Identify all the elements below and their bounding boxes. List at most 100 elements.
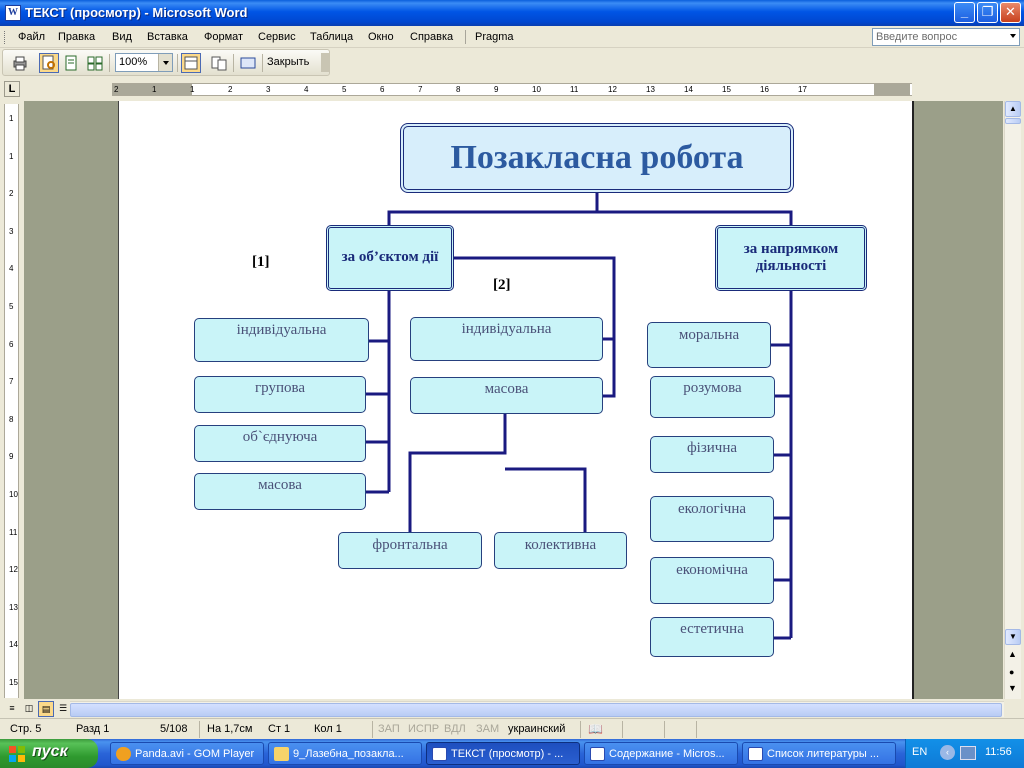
word-icon xyxy=(432,747,447,761)
task-label: ТЕКСТ (просмотр) - ... xyxy=(451,748,564,760)
restore-button[interactable]: ❐ xyxy=(977,2,998,23)
close-window-button[interactable]: ✕ xyxy=(1000,2,1021,23)
task-word-contents[interactable]: Содержание - Micros... xyxy=(584,742,738,765)
help-question-input[interactable]: Введите вопрос xyxy=(872,28,1020,46)
ruler-tick-label: 4 xyxy=(9,264,14,274)
menu-edit[interactable]: Правка xyxy=(58,31,96,43)
full-screen-icon xyxy=(240,57,256,69)
status-overtype[interactable]: ЗАМ xyxy=(476,723,500,735)
zoom-select[interactable]: 100% xyxy=(115,53,173,72)
chevron-down-icon[interactable] xyxy=(1010,34,1016,38)
ruler-right-margin xyxy=(874,84,910,95)
diagram-root-box: Позакласна робота xyxy=(400,123,794,193)
outline-view-icon[interactable]: ☰ xyxy=(58,703,68,713)
task-word-bibliography[interactable]: Список литературы ... xyxy=(742,742,896,765)
shrink-to-fit-button[interactable] xyxy=(209,53,229,73)
status-record-macro[interactable]: ЗАП xyxy=(378,723,400,735)
ruler-tick-label: 13 xyxy=(9,602,18,612)
normal-view-icon[interactable]: ≡ xyxy=(9,703,15,713)
ruler-tick-label: 5 xyxy=(342,85,347,94)
status-position: На 1,7см xyxy=(207,723,253,735)
folder-icon xyxy=(274,747,289,761)
start-label: пуск xyxy=(32,743,68,760)
status-separator xyxy=(696,721,697,738)
status-column: Кол 1 xyxy=(314,723,342,735)
menu-grip-handle[interactable] xyxy=(4,31,7,44)
task-label: 9_Лазебна_позакла... xyxy=(293,748,404,760)
menu-view[interactable]: Вид xyxy=(112,31,132,43)
ruler-left-margin xyxy=(112,84,192,95)
preview-toolbar: 100% Закрыть xyxy=(2,49,330,76)
minimize-button[interactable]: _ xyxy=(954,2,975,23)
network-icon[interactable] xyxy=(960,746,976,760)
diagram-label-2: [2] xyxy=(493,277,511,293)
ruler-tick-label: 12 xyxy=(608,85,617,94)
scroll-up-button[interactable]: ▲ xyxy=(1005,101,1021,117)
menu-tools[interactable]: Сервис xyxy=(258,31,296,43)
toolbar-separator xyxy=(109,54,110,72)
vertical-scroll-thumb[interactable] xyxy=(1005,118,1021,124)
show-hidden-icons-chevron-icon[interactable]: ‹ xyxy=(940,745,955,760)
menu-format[interactable]: Формат xyxy=(204,31,244,43)
status-language[interactable]: украинский xyxy=(508,723,566,735)
start-button[interactable]: пуск xyxy=(0,739,98,768)
magnifier-button[interactable] xyxy=(39,53,59,73)
system-tray: EN ‹ 11:56 xyxy=(905,739,1024,768)
window-title: ТЕКСТ (просмотр) - Microsoft Word xyxy=(25,5,248,20)
menu-window[interactable]: Окно xyxy=(368,31,394,43)
status-extend-selection[interactable]: ВДЛ xyxy=(444,723,466,735)
chevron-down-icon[interactable] xyxy=(158,54,172,71)
task-word-text[interactable]: ТЕКСТ (просмотр) - ... xyxy=(426,742,580,765)
ruler-tick-label: 15 xyxy=(9,678,18,687)
toolbar-options-chevron[interactable] xyxy=(321,53,330,72)
multiple-pages-button[interactable] xyxy=(85,53,105,73)
magnifier-page-icon xyxy=(42,55,55,70)
diagram-label-1: [1] xyxy=(252,254,270,270)
ruler-tick-label: 2 xyxy=(9,189,14,199)
status-page: Стр. 5 xyxy=(10,723,42,735)
web-view-icon[interactable]: ◫ xyxy=(24,703,34,713)
status-track-changes[interactable]: ИСПР xyxy=(408,723,440,735)
select-browse-object-icon[interactable]: ● xyxy=(1009,667,1015,677)
direction-child-ecological: екологічна xyxy=(650,496,774,542)
menu-pragma[interactable]: Pragma xyxy=(475,31,514,43)
one-page-button[interactable] xyxy=(61,53,81,73)
menu-help[interactable]: Справка xyxy=(410,31,454,43)
spelling-book-icon[interactable]: 📖 xyxy=(588,722,603,736)
tab-selector[interactable]: L xyxy=(4,81,20,97)
print-layout-icon[interactable]: ▤ xyxy=(38,701,54,717)
close-preview-button[interactable]: Закрыть xyxy=(267,56,310,68)
task-folder[interactable]: 9_Лазебна_позакла... xyxy=(268,742,422,765)
word-icon xyxy=(748,747,763,761)
print-button[interactable] xyxy=(10,53,30,73)
ruler-tick-label: 17 xyxy=(798,85,807,94)
menu-table[interactable]: Таблица xyxy=(310,31,354,43)
direction-child-aesthetic: естетична xyxy=(650,617,774,657)
task-label: Список литературы ... xyxy=(767,748,880,760)
toolbar-separator xyxy=(262,54,263,72)
previous-page-icon[interactable]: ▲ xyxy=(1008,649,1017,659)
title-bar: W ТЕКСТ (просмотр) - Microsoft Word _ ❐ … xyxy=(0,0,1024,26)
horizontal-scroll-thumb[interactable] xyxy=(70,703,1002,717)
direction-child-economic: економічна xyxy=(650,557,774,604)
ruler-tick-label: 1 xyxy=(190,85,195,94)
scroll-down-button[interactable]: ▼ xyxy=(1005,629,1021,645)
view-ruler-button[interactable] xyxy=(181,53,201,73)
menu-file[interactable]: Файл xyxy=(18,31,46,43)
next-page-icon[interactable]: ▼ xyxy=(1008,683,1017,693)
shrink-to-fit-icon xyxy=(211,56,227,71)
status-separator xyxy=(622,721,623,738)
input-language[interactable]: EN xyxy=(912,746,928,758)
ruler-tick-label: 2 xyxy=(228,85,233,94)
word-app-icon[interactable]: W xyxy=(5,5,21,21)
full-screen-button[interactable] xyxy=(238,53,258,73)
ruler-tick-label: 12 xyxy=(9,565,18,575)
vertical-scrollbar[interactable]: ▲ ▼ ▲ ● ▼ xyxy=(1004,101,1021,699)
horizontal-scrollbar[interactable] xyxy=(70,701,1004,717)
ruler-tick-label: 11 xyxy=(570,85,579,94)
task-gom-player[interactable]: Panda.avi - GOM Player xyxy=(110,742,264,765)
status-section: Разд 1 xyxy=(76,723,110,735)
menu-insert[interactable]: Вставка xyxy=(147,31,188,43)
